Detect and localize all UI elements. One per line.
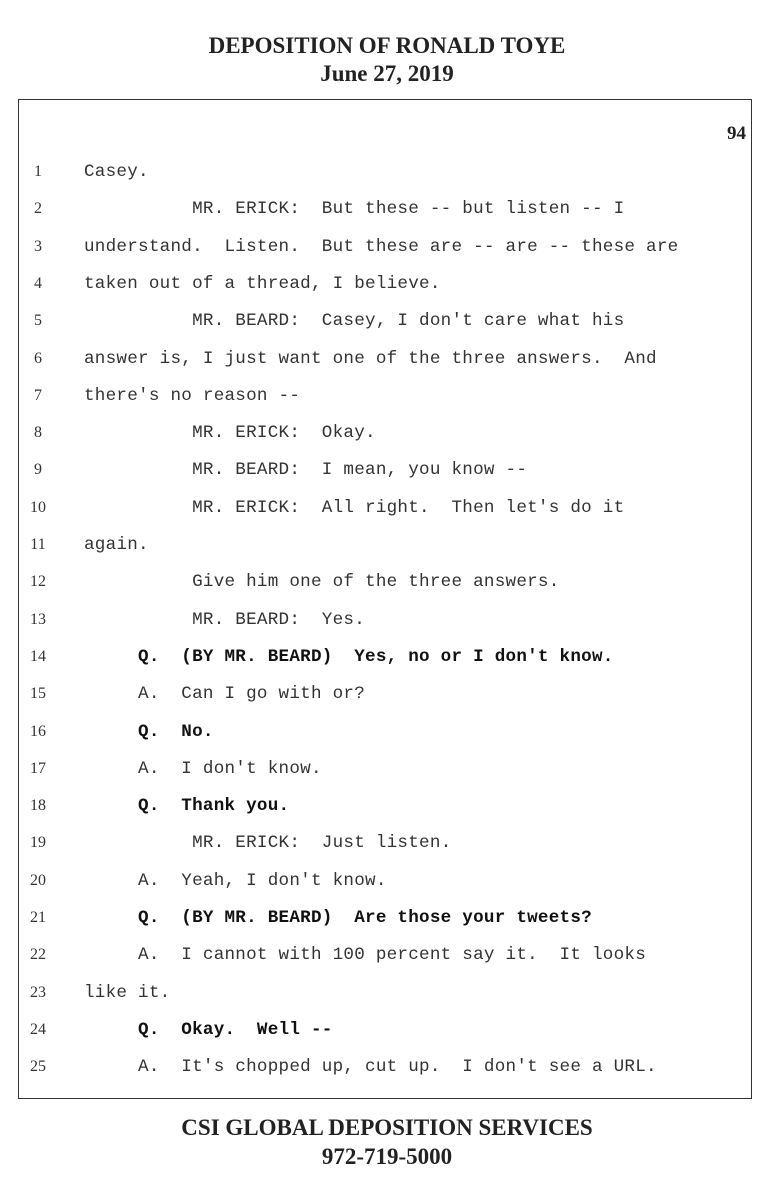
line-text: Q. (BY MR. BEARD) Yes, no or I don't kno… — [84, 646, 614, 667]
line-text: A. It's chopped up, cut up. I don't see … — [84, 1057, 657, 1078]
line-number: 18 — [30, 797, 46, 815]
line-text: Q. No. — [84, 721, 214, 742]
line-number: 22 — [30, 946, 46, 964]
transcript-line: 15 A. Can I go with or? — [0, 682, 774, 706]
line-number: 1 — [34, 163, 42, 180]
line-number: 6 — [34, 349, 42, 367]
footer-company: CSI GLOBAL DEPOSITION SERVICES — [181, 1115, 593, 1140]
transcript-line: 17 A. I don't know. — [0, 757, 774, 781]
document-title: DEPOSITION OF RONALD TOYE — [208, 33, 566, 58]
transcript-line: 16 Q. No. — [0, 720, 774, 744]
page-number: 94 — [727, 123, 746, 144]
line-text: MR. ERICK: Okay. — [84, 423, 376, 444]
transcript-line: 24 Q. Okay. Well -- — [0, 1018, 774, 1042]
line-text: Casey. — [84, 162, 149, 182]
line-number: 4 — [34, 274, 42, 292]
line-text: like it. — [84, 982, 171, 1003]
line-text: again. — [84, 535, 149, 555]
line-text: there's no reason -- — [84, 385, 301, 406]
line-text: taken out of a thread, I believe. — [84, 273, 441, 294]
line-number: 2 — [34, 200, 42, 218]
line-number: 25 — [30, 1058, 46, 1076]
transcript-line: 11 again. — [0, 533, 774, 557]
transcript-line: 14 Q. (BY MR. BEARD) Yes, no or I don't … — [0, 645, 774, 669]
line-text: understand. Listen. But these are -- are… — [84, 236, 679, 257]
line-text: answer is, I just want one of the three … — [84, 348, 657, 369]
line-text: A. Yeah, I don't know. — [84, 870, 387, 891]
line-number: 23 — [30, 983, 46, 1001]
line-number: 8 — [34, 424, 42, 442]
line-number: 11 — [30, 536, 46, 553]
line-number: 9 — [34, 461, 42, 479]
line-text: Q. Thank you. — [84, 796, 290, 817]
transcript-line: 7 there's no reason -- — [0, 384, 774, 408]
transcript-line: 1 Casey. — [0, 160, 774, 184]
line-text: A. I cannot with 100 percent say it. It … — [84, 945, 647, 966]
line-text: A. I don't know. — [84, 758, 322, 779]
line-number: 24 — [30, 1020, 46, 1038]
transcript-line: 5 MR. BEARD: Casey, I don't care what hi… — [0, 309, 774, 333]
transcript-line: 10 MR. ERICK: All right. Then let's do i… — [0, 496, 774, 520]
line-text: Q. Okay. Well -- — [84, 1019, 333, 1040]
line-text: MR. BEARD: Yes. — [84, 609, 366, 630]
line-text: MR. BEARD: Casey, I don't care what his — [84, 311, 625, 332]
transcript-line: 13 MR. BEARD: Yes. — [0, 608, 774, 632]
line-number: 10 — [30, 498, 46, 516]
line-number: 12 — [30, 573, 46, 591]
footer-phone: 972-719-5000 — [321, 1144, 453, 1169]
transcript-line: 2 MR. ERICK: But these -- but listen -- … — [0, 197, 774, 221]
line-number: 19 — [30, 834, 46, 852]
transcript-line: 23 like it. — [0, 981, 774, 1005]
transcript-line: 9 MR. BEARD: I mean, you know -- — [0, 458, 774, 482]
transcript-line: 8 MR. ERICK: Okay. — [0, 421, 774, 445]
transcript-line: 19 MR. ERICK: Just listen. — [0, 831, 774, 855]
document-date: June 27, 2019 — [320, 61, 454, 86]
line-text: Q. (BY MR. BEARD) Are those your tweets? — [84, 908, 592, 928]
transcript-line: 4 taken out of a thread, I believe. — [0, 272, 774, 296]
transcript-page-frame — [18, 99, 752, 1099]
line-text: MR. ERICK: But these -- but listen -- I — [84, 199, 625, 220]
transcript-line: 21 Q. (BY MR. BEARD) Are those your twee… — [0, 906, 774, 930]
line-text: Give him one of the three answers. — [84, 572, 560, 593]
line-text: MR. ERICK: All right. Then let's do it — [84, 497, 625, 518]
line-number: 17 — [30, 759, 46, 777]
line-number: 7 — [34, 386, 42, 404]
transcript-line: 3 understand. Listen. But these are -- ar… — [0, 235, 774, 259]
line-text: A. Can I go with or? — [84, 684, 366, 705]
line-number: 15 — [30, 685, 46, 703]
line-number: 5 — [34, 312, 42, 330]
transcript-line: 22 A. I cannot with 100 percent say it. … — [0, 943, 774, 967]
line-text: MR. ERICK: Just listen. — [84, 833, 452, 854]
line-number: 3 — [34, 237, 42, 255]
transcript-line: 25 A. It's chopped up, cut up. I don't s… — [0, 1055, 774, 1079]
line-text: MR. BEARD: I mean, you know -- — [84, 460, 528, 481]
line-number: 21 — [30, 909, 46, 926]
line-number: 13 — [30, 610, 46, 628]
transcript-line: 20 A. Yeah, I don't know. — [0, 869, 774, 893]
line-number: 14 — [30, 647, 46, 665]
transcript-line: 6 answer is, I just want one of the three… — [0, 347, 774, 371]
line-number: 16 — [30, 722, 46, 740]
transcript-line: 12 Give him one of the three answers. — [0, 570, 774, 594]
line-number: 20 — [30, 871, 46, 889]
transcript-line: 18 Q. Thank you. — [0, 794, 774, 818]
